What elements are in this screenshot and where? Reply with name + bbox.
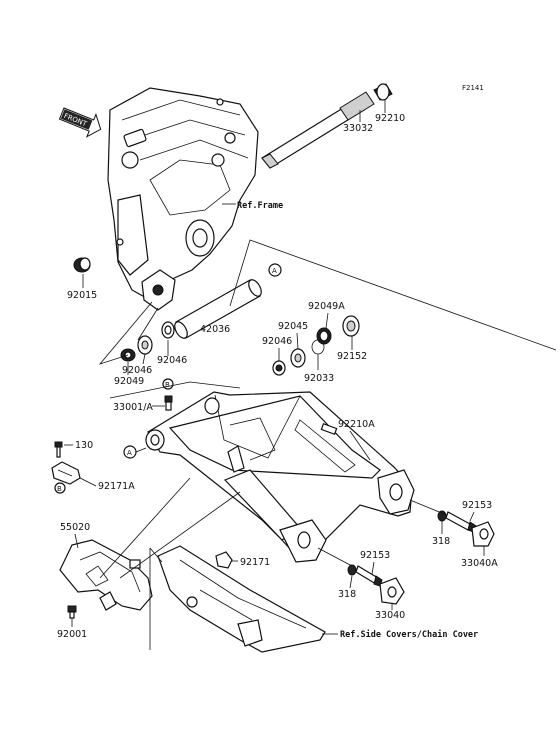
label-33001a: 92210A [338, 419, 375, 430]
label-92049a: 92049A [308, 301, 345, 312]
diagram-code: F2141 [462, 84, 484, 92]
label-92210a: 33001/A [113, 402, 153, 413]
label-92153-b: 92153 [360, 550, 390, 561]
swingarm [145, 391, 415, 563]
label-92049: 92049 [114, 376, 144, 387]
marker-a-left: A [127, 449, 132, 457]
adjuster-bolt-bottom [347, 564, 383, 587]
front-tag: FRONT [58, 107, 102, 138]
label-92033: 92033 [304, 373, 334, 384]
frame-cap [73, 257, 91, 273]
label-42036: 42036 [200, 324, 230, 335]
chain-cover [157, 545, 326, 653]
marker-b-left: B [57, 485, 62, 493]
chain-guard [59, 539, 153, 611]
label-92210: 92210 [375, 113, 405, 124]
pivot-nut [373, 83, 393, 101]
label-92046-b: 92046 [157, 355, 187, 366]
ref-side-covers: Ref.Side Covers/Chain Cover [340, 629, 478, 640]
pivot-shaft [261, 91, 375, 169]
label-92171: 92171 [240, 557, 270, 568]
label-55020: 55020 [60, 522, 90, 533]
label-92015: 92015 [67, 290, 97, 301]
marker-b-top: B [165, 381, 170, 389]
label-92153-a: 92153 [462, 500, 492, 511]
left-bearing-stack [120, 321, 175, 362]
clamp-92171 [215, 551, 233, 569]
label-92045: 92045 [278, 321, 308, 332]
label-92046-c: 92046 [122, 365, 152, 376]
pivot-sleeve [174, 279, 262, 339]
label-318-a: 318 [432, 536, 450, 547]
label-92046-a: 92046 [262, 336, 292, 347]
label-33040a: 33040A [461, 558, 498, 569]
label-33032: 33032 [343, 123, 373, 134]
label-318-b: 318 [338, 589, 356, 600]
marker-a-top: A [272, 267, 277, 275]
label-92152: 92152 [337, 351, 367, 362]
right-bearing-stack [272, 315, 360, 376]
chain-adjuster-33040 [379, 577, 405, 605]
ref-frame: Ref.Frame [237, 201, 283, 211]
label-33040: 33040 [375, 610, 405, 621]
bolt-130 [54, 441, 63, 458]
chain-adjuster-33040a [471, 521, 495, 547]
label-92171a: 92171A [98, 481, 135, 492]
clamp-92171a [51, 461, 81, 485]
label-130: 130 [75, 440, 93, 451]
label-92001: 92001 [57, 629, 87, 640]
frame [107, 87, 259, 311]
